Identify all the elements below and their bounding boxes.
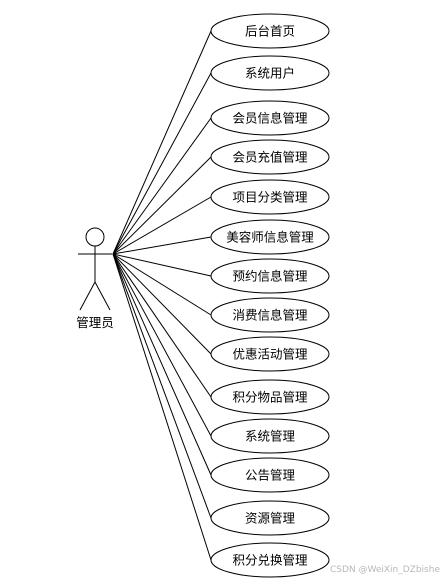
association-line xyxy=(112,236,212,255)
use-case: 项目分类管理 xyxy=(210,179,330,215)
use-case-ellipse xyxy=(210,179,330,215)
use-case-label: 积分兑换管理 xyxy=(232,553,308,568)
use-case: 资源管理 xyxy=(210,500,330,536)
association-line xyxy=(112,253,212,355)
use-case-label: 美容师信息管理 xyxy=(226,230,314,245)
use-case-label: 系统管理 xyxy=(245,429,296,444)
association-line xyxy=(112,253,212,561)
association-lines xyxy=(112,30,212,561)
use-case: 预约信息管理 xyxy=(210,258,330,294)
use-case-ellipse xyxy=(210,55,330,91)
actor-head xyxy=(85,227,105,247)
actor-administrator: 管理员 xyxy=(76,227,114,330)
association-line xyxy=(112,253,212,316)
use-case-label: 优惠活动管理 xyxy=(232,347,308,362)
use-case-ellipse xyxy=(210,297,330,333)
use-case-label: 会员信息管理 xyxy=(232,111,308,126)
association-line xyxy=(112,117,212,255)
use-case-ellipse xyxy=(210,457,330,493)
use-case: 系统管理 xyxy=(210,418,330,454)
use-case-ellipse xyxy=(210,100,330,136)
use-case: 优惠活动管理 xyxy=(210,336,330,372)
use-case-label: 公告管理 xyxy=(245,468,296,483)
use-case-ellipse xyxy=(210,219,330,255)
use-case-list: 后台首页系统用户会员信息管理会员充值管理项目分类管理美容师信息管理预约信息管理消… xyxy=(210,13,330,578)
association-line xyxy=(112,30,212,255)
use-case-ellipse xyxy=(210,379,330,415)
use-case-ellipse xyxy=(210,500,330,536)
association-line xyxy=(112,253,212,519)
association-line xyxy=(112,253,212,398)
use-case: 公告管理 xyxy=(210,457,330,493)
use-case: 积分兑换管理 xyxy=(210,542,330,578)
use-case-ellipse xyxy=(210,542,330,578)
use-case-label: 系统用户 xyxy=(245,66,295,81)
use-case: 系统用户 xyxy=(210,55,330,91)
use-case: 美容师信息管理 xyxy=(210,219,330,255)
use-case-label: 项目分类管理 xyxy=(232,190,308,205)
use-case: 后台首页 xyxy=(210,13,330,49)
association-line xyxy=(112,196,212,255)
use-case-label: 资源管理 xyxy=(245,511,296,526)
use-case: 消费信息管理 xyxy=(210,297,330,333)
watermark: CSDN @WeiXin_DZbishe xyxy=(330,565,441,575)
association-line xyxy=(112,156,212,255)
use-case-ellipse xyxy=(210,258,330,294)
use-case: 积分物品管理 xyxy=(210,379,330,415)
use-case: 会员信息管理 xyxy=(210,100,330,136)
actor-label: 管理员 xyxy=(76,315,114,330)
use-case-ellipse xyxy=(210,336,330,372)
use-case-ellipse xyxy=(210,418,330,454)
use-case-label: 预约信息管理 xyxy=(232,269,308,284)
use-case-label: 会员充值管理 xyxy=(232,150,308,165)
association-line xyxy=(112,253,212,476)
use-case-label: 消费信息管理 xyxy=(232,308,308,323)
use-case: 会员充值管理 xyxy=(210,139,330,175)
use-case-ellipse xyxy=(210,13,330,49)
association-line xyxy=(112,253,212,437)
actor-left-leg xyxy=(79,281,96,311)
use-case-label: 后台首页 xyxy=(245,24,295,39)
association-line xyxy=(112,253,212,277)
actor-right-leg xyxy=(94,281,111,311)
use-case-ellipse xyxy=(210,139,330,175)
use-case-label: 积分物品管理 xyxy=(232,390,308,405)
association-line xyxy=(112,72,212,255)
